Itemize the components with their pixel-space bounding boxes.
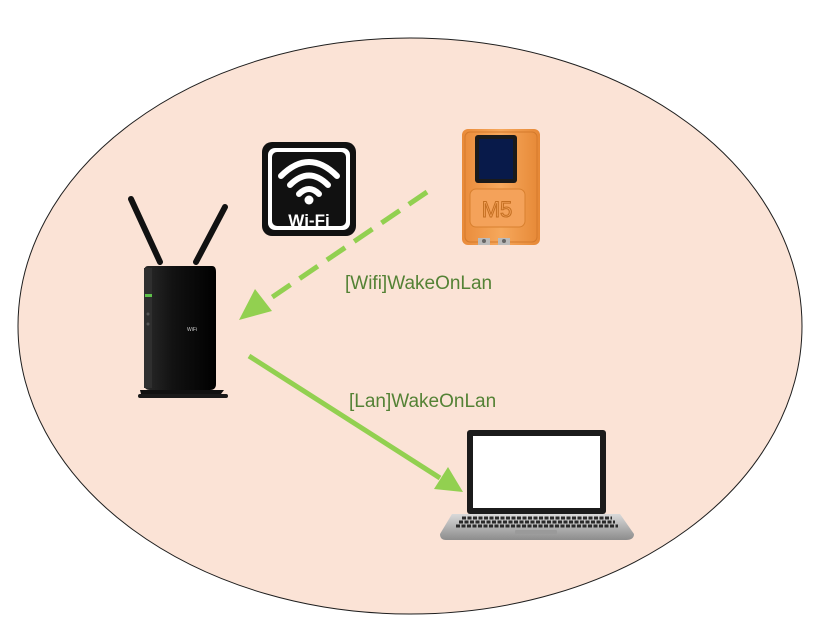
wifi-router-icon: WiFi [128,196,228,398]
laptop-icon [440,430,634,540]
router-label: WiFi [187,327,197,333]
m5stick-device-icon: M5 [462,129,540,245]
wifi-badge-text: Wi-Fi [288,211,329,230]
lan-wol-label: [Lan]WakeOnLan [349,391,496,412]
wifi-wol-label: [Wifi]WakeOnLan [345,273,492,294]
network-zone [17,37,803,615]
m5-logo-text: M5 [482,197,513,222]
lan-wol-arrow [247,353,463,492]
wifi-signal-icon: Wi-Fi [262,142,356,236]
wifi-wol-arrow [239,189,429,320]
